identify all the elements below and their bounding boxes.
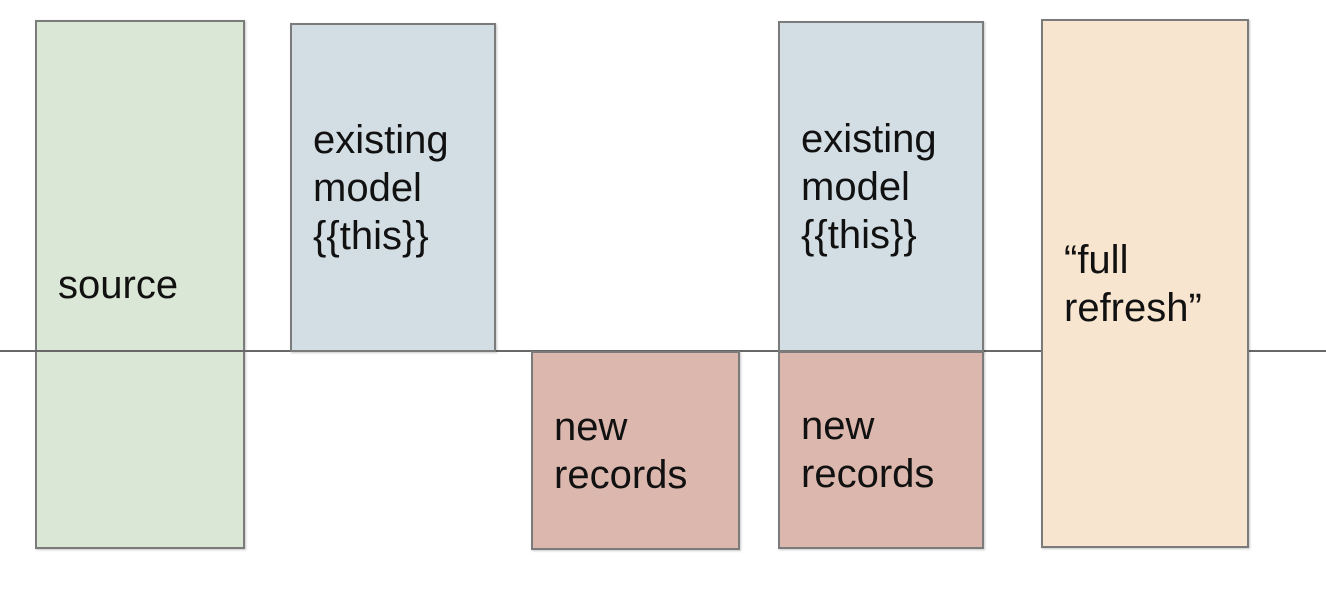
existing-model-box-2: existing model {{this}} [778,21,984,352]
full-refresh-box: “full refresh” [1041,19,1249,548]
new-records-box-1-label: new records [554,404,688,497]
existing-model-box-2-label: existing model {{this}} [801,116,937,257]
new-records-box-2: new records [778,351,984,549]
source-box: source [35,20,245,549]
source-box-label: source [58,262,179,307]
full-refresh-box-label: “full refresh” [1064,237,1202,330]
existing-model-box-1: existing model {{this}} [290,23,496,352]
existing-model-box-1-label: existing model {{this}} [313,117,449,258]
new-records-box-1: new records [531,351,740,550]
new-records-box-2-label: new records [801,404,935,496]
